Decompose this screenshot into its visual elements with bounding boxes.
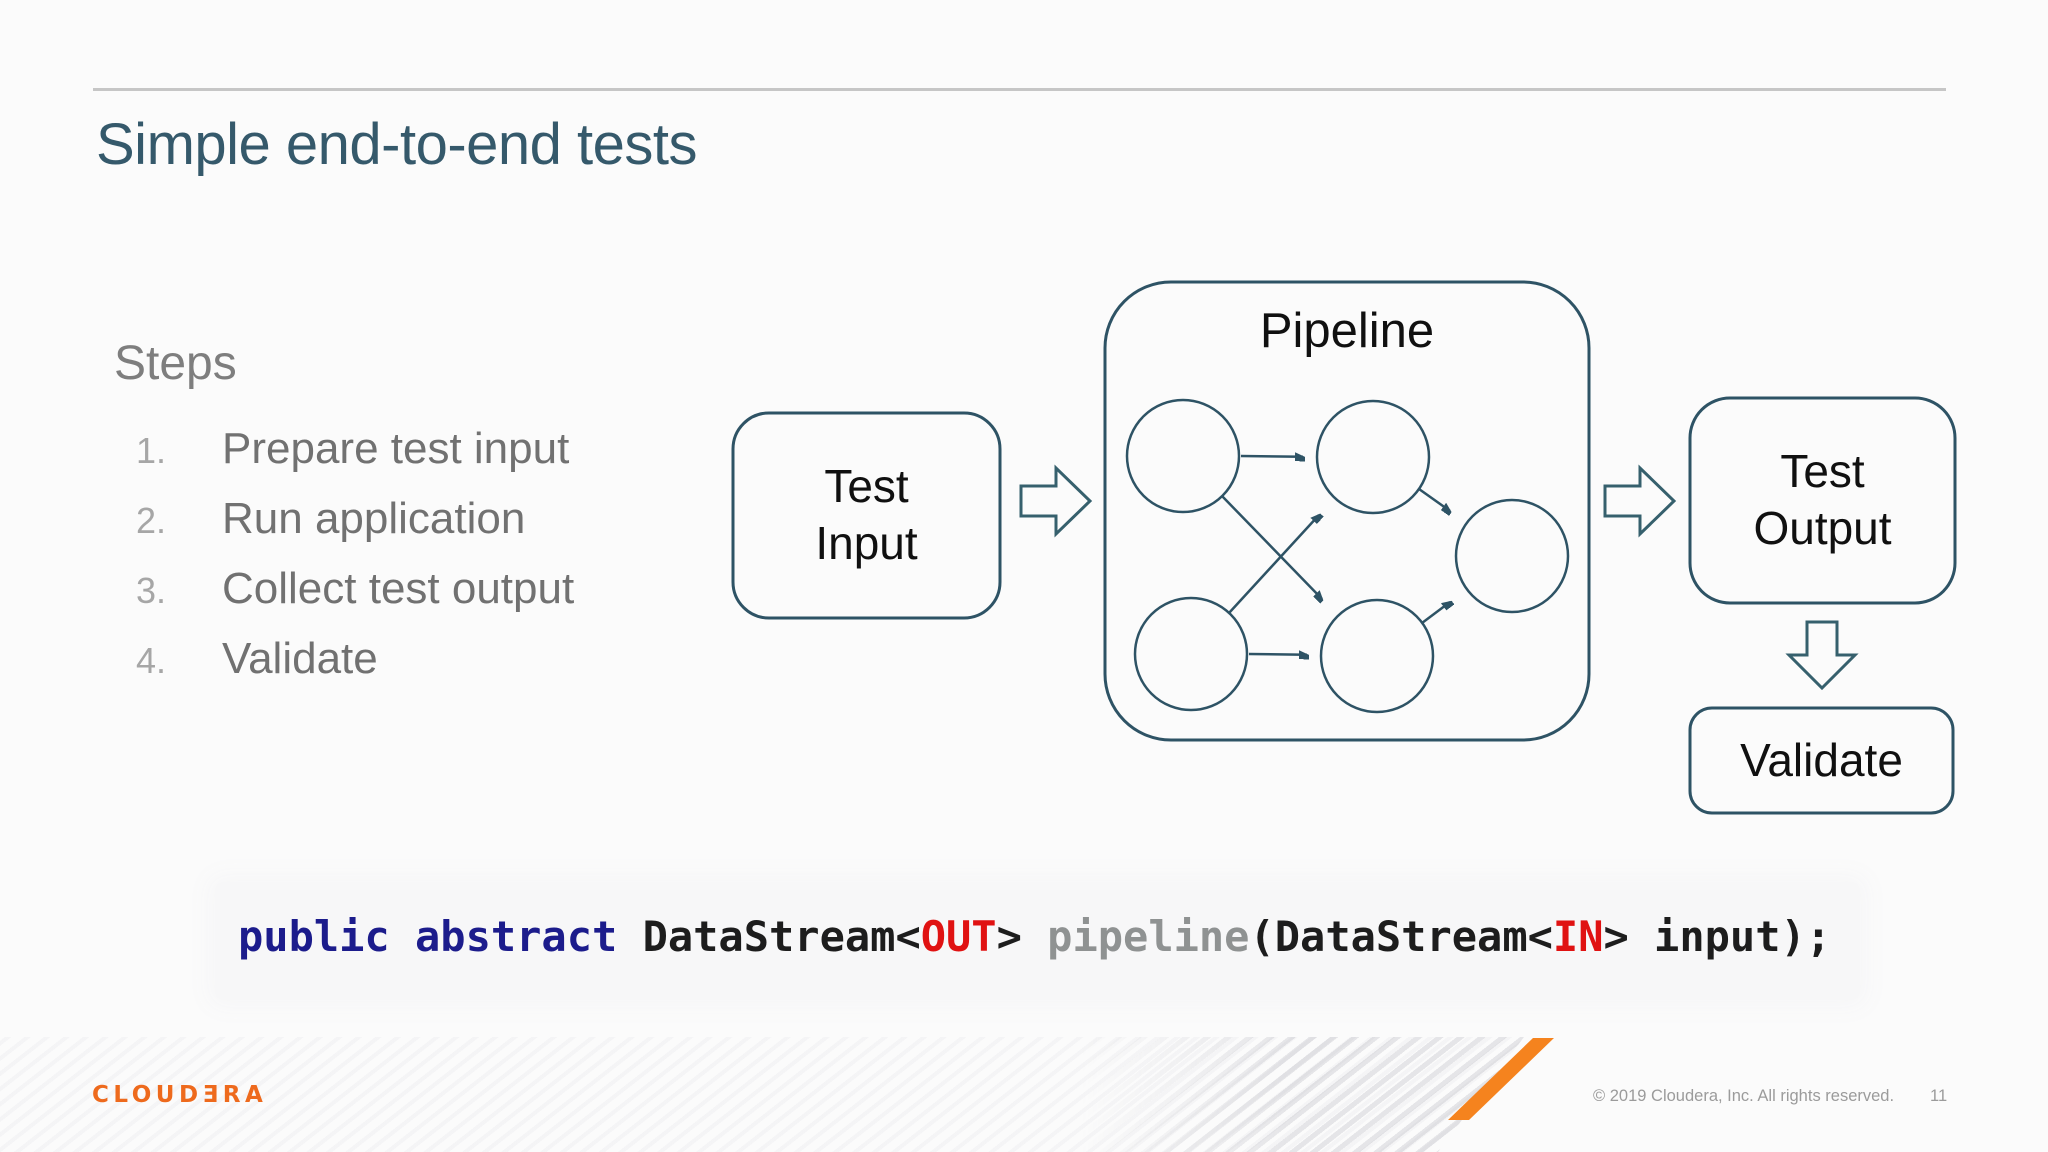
dag-edge [1418, 487, 1450, 511]
step-label: Prepare test input [222, 424, 570, 473]
block-arrow-right-icon [1603, 464, 1677, 538]
test-output-box [1688, 396, 1957, 605]
header-divider [93, 88, 1946, 91]
code-type: (DataStream< [1249, 912, 1553, 961]
dag-node [1319, 598, 1435, 714]
code-backdrop [215, 882, 1860, 1000]
validate-box [1688, 706, 1955, 815]
step-label: Run application [222, 494, 526, 543]
step-number: 1. [135, 430, 166, 471]
code-snippet: public abstract DataStream<OUT> pipeline… [238, 906, 1831, 968]
step-label: Validate [222, 634, 378, 683]
test-output-line2: Output [1753, 502, 1892, 554]
list-item: 3. Collect test output [126, 564, 574, 634]
dag-edge [1228, 515, 1319, 614]
dag-node [1454, 498, 1570, 614]
code-generic-in: IN [1552, 912, 1604, 961]
code-punct: > input); [1603, 912, 1832, 961]
dag-node [1125, 398, 1241, 514]
page-title: Simple end-to-end tests [96, 112, 698, 177]
dag-node [1133, 596, 1249, 712]
code-method-name: pipeline [1047, 912, 1250, 961]
list-item: 2. Run application [126, 494, 574, 564]
validate-label: Validate [1740, 734, 1903, 786]
test-output-label: Test Output [1690, 443, 1955, 557]
dag-node [1315, 399, 1431, 515]
page-number: 11 [1930, 1087, 1948, 1105]
dag-edge [1221, 495, 1322, 599]
code-punct: > [996, 912, 1048, 961]
code-generic-out: OUT [920, 912, 997, 961]
step-number: 2. [135, 500, 166, 541]
footer-stripes-strong [1080, 1037, 1524, 1152]
pipeline-label: Pipeline [1259, 304, 1435, 358]
dag-edge [1240, 456, 1303, 457]
step-number: 3. [135, 570, 166, 611]
steps-heading: Steps [114, 337, 237, 390]
block-arrow-right-icon [1019, 464, 1093, 538]
code-keyword: public abstract [238, 912, 643, 961]
test-output-line1: Test [1780, 445, 1865, 497]
step-label: Collect test output [222, 564, 575, 613]
copyright-text: © 2019 Cloudera, Inc. All rights reserve… [1593, 1087, 1895, 1105]
list-item: 4. Validate [126, 634, 574, 704]
block-arrow-down-icon [1785, 620, 1859, 691]
test-input-line1: Test [824, 460, 909, 512]
code-type: DataStream< [642, 912, 921, 961]
cloudera-logo: CLOUDƎRA [92, 1082, 268, 1108]
list-item: 1. Prepare test input [126, 424, 574, 494]
test-input-box [731, 411, 1002, 620]
dag-edge [1248, 654, 1307, 655]
steps-list: 1. Prepare test input 2. Run application… [126, 424, 574, 704]
test-input-label: Test Input [733, 458, 1000, 572]
dag-edge [1421, 602, 1450, 624]
test-input-line2: Input [815, 517, 918, 569]
footer-stripes [0, 1037, 1524, 1152]
step-number: 4. [135, 640, 166, 681]
